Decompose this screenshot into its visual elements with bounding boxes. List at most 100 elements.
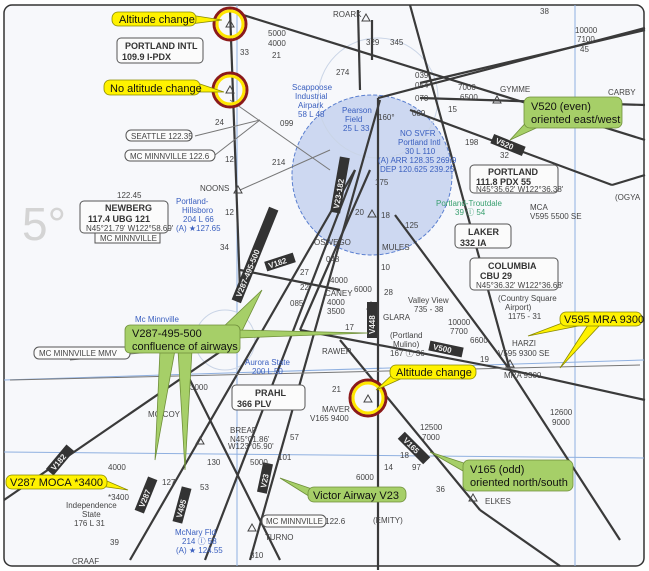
svg-text:3500: 3500	[327, 307, 345, 316]
svg-text:4000: 4000	[327, 298, 345, 307]
svg-text:DEP 120.625 239.25: DEP 120.625 239.25	[380, 165, 455, 174]
svg-text:Industrial: Industrial	[295, 92, 328, 101]
svg-text:NOONS: NOONS	[200, 184, 229, 193]
svg-text:4000: 4000	[268, 39, 286, 48]
svg-text:18: 18	[400, 451, 409, 460]
svg-text:oriented east/west: oriented east/west	[531, 114, 620, 126]
svg-text:*3400: *3400	[108, 493, 129, 502]
svg-text:21: 21	[332, 385, 341, 394]
svg-text:122.45: 122.45	[117, 191, 142, 200]
station-portland-vor: PORTLAND 111.8 PDX 55 N45°35.62' W122°36…	[469, 164, 564, 194]
svg-text:1175 - 31: 1175 - 31	[508, 312, 542, 321]
callout-v520: V520 (even) oriented east/west	[509, 96, 623, 141]
svg-text:6600: 6600	[470, 336, 488, 345]
svg-text:N45°21.79' W122°58.69': N45°21.79' W122°58.69'	[86, 224, 174, 233]
svg-text:oriented north/south: oriented north/south	[470, 477, 568, 489]
svg-text:28: 28	[384, 288, 393, 297]
callout-victor-airway-v23: Victor Airway V23	[279, 477, 407, 503]
svg-text:30 L 110: 30 L 110	[405, 147, 436, 156]
svg-text:(A) ★127.65: (A) ★127.65	[176, 224, 221, 233]
svg-text:V595 5500 SE: V595 5500 SE	[530, 212, 582, 221]
svg-text:089: 089	[412, 109, 426, 118]
callout-altitude-change-right: Altitude change	[375, 364, 477, 391]
svg-text:039: 039	[415, 71, 429, 80]
svg-text:V287-495-500: V287-495-500	[132, 328, 202, 340]
svg-text:Airport): Airport)	[505, 303, 532, 312]
svg-text:Portland-Troutdale: Portland-Troutdale	[436, 199, 503, 208]
callout-v287-moca: V287 MOCA *3400	[5, 474, 129, 491]
svg-text:15: 15	[448, 105, 457, 114]
svg-text:117.4 UBG 121: 117.4 UBG 121	[88, 214, 150, 224]
svg-text:6500: 6500	[460, 93, 478, 102]
svg-text:200 L 50: 200 L 50	[252, 367, 283, 376]
svg-text:14: 14	[384, 463, 393, 472]
svg-text:735 - 38: 735 - 38	[414, 305, 444, 314]
svg-text:109.9 I-PDX: 109.9 I-PDX	[122, 52, 171, 62]
callout-v595-mra: V595 MRA 9300	[527, 311, 644, 369]
svg-text:PORTLAND INTL: PORTLAND INTL	[125, 41, 198, 51]
svg-text:MCA: MCA	[530, 203, 548, 212]
svg-text:4000: 4000	[330, 276, 348, 285]
svg-text:Mulino): Mulino)	[393, 340, 420, 349]
svg-text:confluence of airways: confluence of airways	[132, 341, 238, 353]
svg-text:39 ⓛ 54: 39 ⓛ 54	[455, 208, 486, 217]
svg-text:NEWBERG: NEWBERG	[105, 203, 152, 213]
svg-text:Portland Intl: Portland Intl	[398, 138, 441, 147]
mcminnville-mmv-box: MC MINNVILLE MMV	[33, 346, 131, 360]
svg-text:Mc Minnville: Mc Minnville	[135, 315, 180, 324]
svg-text:054: 054	[415, 81, 429, 90]
svg-text:12500: 12500	[420, 423, 443, 432]
svg-text:57: 57	[290, 433, 299, 442]
magnetic-variation: 5°	[22, 198, 66, 250]
svg-text:10000: 10000	[448, 318, 471, 327]
svg-text:SEATTLE 122.35: SEATTLE 122.35	[131, 132, 193, 141]
svg-text:COLUMBIA: COLUMBIA	[488, 261, 537, 271]
svg-text:(A) ★ 124.55: (A) ★ 124.55	[176, 546, 223, 555]
svg-text:TURNO: TURNO	[265, 533, 293, 542]
svg-text:7000: 7000	[458, 83, 476, 92]
svg-text:12: 12	[225, 155, 234, 164]
altitude-labels: 5000 4000 7000 6500 10000 7100 4000 3000…	[108, 26, 598, 502]
svg-text:Independence: Independence	[66, 501, 117, 510]
svg-text:099: 099	[280, 119, 294, 128]
station-portland-intl: PORTLAND INTL 109.9 I-PDX	[116, 37, 204, 64]
svg-text:10: 10	[381, 263, 390, 272]
svg-text:V287 MOCA *3400: V287 MOCA *3400	[10, 477, 103, 489]
svg-text:MC MINNVILLE 122.6: MC MINNVILLE 122.6	[130, 152, 210, 161]
svg-text:N45°36.32' W122°36.68': N45°36.32' W122°36.68'	[476, 281, 564, 290]
svg-text:160°: 160°	[378, 113, 395, 122]
svg-text:V165 (odd): V165 (odd)	[470, 464, 524, 476]
station-newberg: 122.45 NEWBERG 117.4 UBG 121 N45°21.79' …	[79, 191, 174, 244]
svg-text:53: 53	[200, 483, 209, 492]
svg-text:PORTLAND: PORTLAND	[488, 167, 538, 177]
svg-text:5000: 5000	[268, 29, 286, 38]
svg-text:Victor Airway V23: Victor Airway V23	[313, 490, 399, 502]
svg-text:17: 17	[345, 323, 354, 332]
svg-text:34: 34	[220, 243, 229, 252]
svg-text:4000: 4000	[108, 463, 126, 472]
svg-text:GYMME: GYMME	[500, 85, 530, 94]
airport-labels: Scappoose Industrial Airpark 58 L 48 Pea…	[66, 83, 557, 555]
svg-text:18: 18	[381, 211, 390, 220]
svg-text:MULES: MULES	[382, 243, 410, 252]
highlight-altitude-change-right	[348, 378, 388, 418]
svg-text:(EMITY): (EMITY)	[373, 516, 403, 525]
svg-text:27: 27	[300, 268, 309, 277]
svg-text:329: 329	[366, 38, 380, 47]
svg-text:198: 198	[465, 138, 479, 147]
svg-text:25 L 33: 25 L 33	[343, 124, 370, 133]
svg-text:MAVER: MAVER	[322, 405, 350, 414]
svg-text:(A) ARR 128.35 269.9: (A) ARR 128.35 269.9	[378, 156, 457, 165]
svg-text:39: 39	[110, 538, 119, 547]
svg-text:127: 127	[162, 478, 176, 487]
svg-text:Aurora State: Aurora State	[245, 358, 290, 367]
svg-text:7000: 7000	[422, 433, 440, 442]
svg-text:125: 125	[405, 221, 419, 230]
svg-text:38: 38	[540, 7, 549, 16]
svg-text:BREAF: BREAF	[230, 426, 257, 435]
svg-text:GLARA: GLARA	[383, 313, 411, 322]
svg-text:111.8 PDX 55: 111.8 PDX 55	[476, 177, 531, 187]
svg-text:167 ⓛ 36: 167 ⓛ 36	[390, 349, 425, 358]
svg-text:45: 45	[580, 45, 589, 54]
highlight-altitude-change-top	[212, 6, 248, 42]
